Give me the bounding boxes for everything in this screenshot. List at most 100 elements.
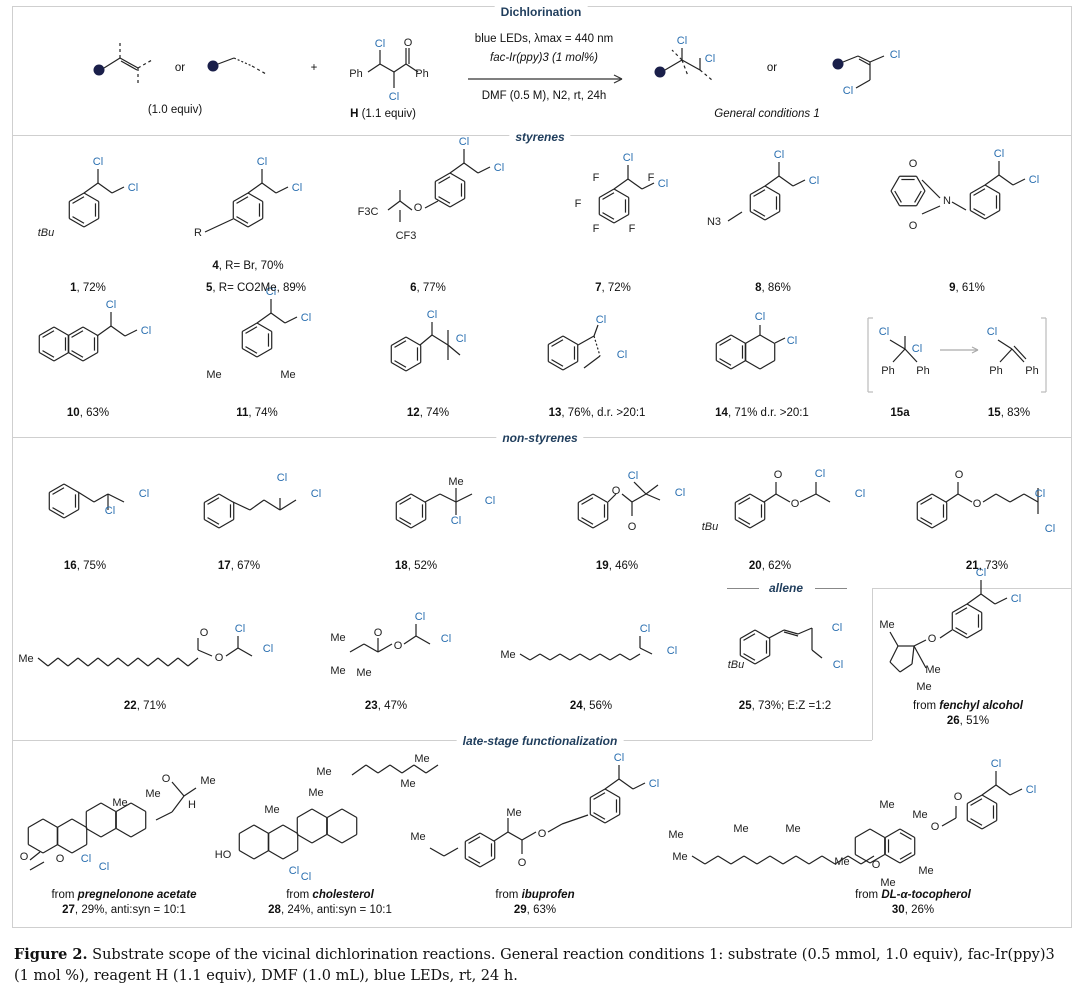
chlorine-label: Cl [879, 326, 889, 338]
bond [921, 205, 941, 215]
ring-bond [734, 518, 751, 529]
divider-box-26-left [872, 588, 873, 740]
ring-bond [434, 172, 451, 183]
ring-bond [27, 843, 44, 854]
oxygen-label: O [628, 521, 637, 533]
bond [111, 186, 125, 194]
aromatic-bond [593, 792, 606, 800]
section-non-styrenes: non-styrenes [496, 431, 584, 445]
bond [842, 55, 859, 63]
tbu-label: tBu [702, 521, 719, 533]
ring-bond [267, 824, 284, 835]
chain-bond [413, 764, 427, 774]
ring-bond [63, 483, 80, 494]
bond [982, 493, 997, 503]
chain-bond [691, 855, 706, 865]
ring-bond [604, 788, 621, 799]
methyl-label: Me [308, 787, 323, 799]
ring-bond [479, 857, 496, 868]
ring-bond [754, 654, 771, 665]
bond [913, 639, 927, 647]
bond [921, 179, 941, 199]
phenyl-label: Ph [916, 365, 929, 377]
aromatic-bond [920, 497, 933, 505]
chain-bond [77, 657, 89, 667]
ring-bond [899, 853, 916, 864]
chain-bond [539, 653, 551, 661]
oxygen-label: O [20, 851, 29, 863]
methyl-label: Me [880, 877, 895, 889]
compound-label: 10, 63% [66, 407, 110, 419]
chain-bond [717, 855, 732, 865]
ring-bond [739, 654, 756, 665]
bond [217, 57, 235, 65]
ring-bond [68, 192, 85, 203]
ring-bond [915, 175, 926, 192]
aromatic-bond [551, 339, 564, 347]
azide-label: N3 [707, 216, 721, 228]
substrate-dot [832, 58, 844, 70]
bond [633, 481, 647, 495]
bond [249, 499, 265, 511]
chlorine-label: Cl [266, 286, 276, 298]
ring-bond [598, 213, 615, 224]
oxygen-label: O [909, 220, 918, 232]
aromatic-bond [955, 627, 968, 635]
bond [995, 493, 1011, 503]
chlorine-label: Cl [1026, 784, 1036, 796]
ring-bond [764, 185, 781, 196]
chlorine-label: Cl [105, 505, 115, 517]
chlorine-label: Cl [93, 156, 103, 168]
bond [429, 847, 445, 857]
methyl-label: Me [356, 667, 371, 679]
chlorine-label: Cl [301, 312, 311, 324]
bond [957, 493, 973, 503]
cf3-label: F3C [358, 206, 379, 218]
compound-label: 19, 46% [595, 560, 639, 572]
chain-bond [127, 657, 139, 667]
substrate-dot [654, 66, 666, 78]
methyl-label: Me [414, 753, 429, 765]
bond [403, 635, 417, 645]
h-label: H [188, 799, 196, 811]
bond [951, 201, 967, 211]
aromatic-bond [914, 190, 922, 203]
bond [110, 325, 126, 337]
bond [424, 200, 439, 209]
methyl-label: Me [918, 865, 933, 877]
methyl-label: Me [280, 369, 295, 381]
ring-bond [951, 603, 968, 614]
bond [547, 823, 563, 833]
bond [811, 649, 823, 659]
aromatic-bond [602, 192, 615, 200]
ring-bond [253, 824, 270, 835]
ring-bond [899, 828, 916, 839]
ring-bond [966, 628, 983, 639]
chlorine-label: Cl [649, 778, 659, 790]
allene-bond [233, 57, 253, 67]
arrow-head [613, 74, 623, 80]
bond [593, 324, 599, 337]
bond [393, 63, 407, 73]
chain-bond [137, 657, 149, 667]
chlorine-label: Cl [623, 152, 633, 164]
bond [913, 645, 927, 669]
title-dichlorination: Dichlorination [494, 5, 588, 19]
chlorine-label: Cl [375, 38, 385, 50]
compound-label: 24, 56% [569, 700, 613, 712]
chain-bond [569, 653, 581, 661]
compound-label: 22, 71% [123, 700, 167, 712]
aromatic-bond [71, 350, 84, 358]
ring-bond [547, 360, 564, 371]
chain-bond [609, 653, 621, 661]
bond [645, 484, 659, 495]
ring-bond [282, 824, 299, 835]
bond [904, 348, 918, 363]
aromatic-bond [52, 507, 65, 515]
bond [857, 55, 871, 63]
chlorine-label: Cl [658, 178, 668, 190]
ring-bond [247, 192, 264, 203]
bond [621, 493, 633, 503]
bond [493, 831, 509, 842]
